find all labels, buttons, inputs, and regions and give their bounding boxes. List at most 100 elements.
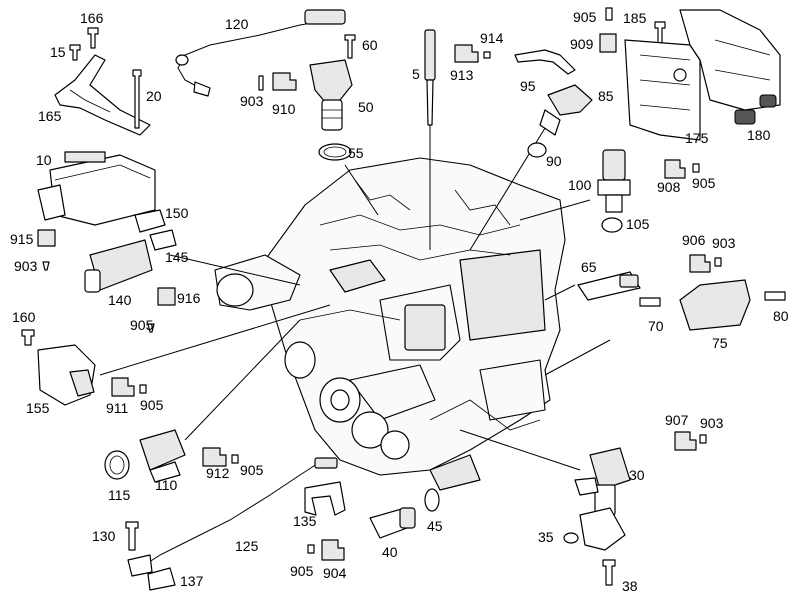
label-903-bottom-right: 903	[700, 415, 724, 431]
bolt-20-icon	[132, 69, 142, 129]
label-75: 75	[712, 335, 728, 351]
label-50: 50	[358, 99, 374, 115]
part-number-labels: 166 15 165 20 120 60 903 910 50 5 914 91…	[10, 9, 789, 594]
clip-137-icon	[147, 567, 176, 591]
label-135: 135	[293, 513, 317, 529]
label-906: 906	[682, 232, 706, 248]
label-35: 35	[538, 529, 554, 545]
part-915-connector	[37, 229, 56, 271]
oring-115-icon	[104, 450, 130, 480]
part-group-165-bracket	[54, 27, 151, 136]
label-115: 115	[108, 487, 131, 503]
bolt-15-icon	[69, 44, 81, 61]
sensor-120-connector-icon	[304, 9, 346, 25]
label-65: 65	[581, 259, 597, 275]
label-910: 910	[272, 101, 296, 117]
bolt-60-icon	[344, 34, 356, 59]
label-70: 70	[648, 318, 664, 334]
label-905-right: 905	[692, 175, 716, 191]
part-120-sensor	[175, 9, 346, 97]
label-80: 80	[773, 308, 789, 324]
label-905-mid-left: 905	[140, 397, 164, 413]
part-100-sensor	[597, 149, 700, 233]
label-905-bottom-left: 905	[240, 462, 264, 478]
label-137: 137	[180, 573, 204, 589]
label-85: 85	[598, 88, 614, 104]
bolt-38-icon	[602, 559, 616, 586]
bolt-130-icon	[125, 521, 139, 551]
clip-135-icon	[304, 481, 346, 516]
part-110-sensor	[104, 429, 239, 483]
engine-assembly	[214, 157, 566, 491]
leader-lines	[99, 119, 611, 471]
label-908: 908	[657, 179, 681, 195]
label-905-bottom: 905	[290, 563, 314, 579]
part-913-connector	[454, 44, 491, 63]
label-60: 60	[362, 37, 378, 53]
label-90: 90	[546, 153, 562, 169]
label-165: 165	[38, 108, 62, 124]
label-125: 125	[235, 538, 259, 554]
part-175-180-brackets	[624, 9, 781, 141]
part-125-cable	[125, 457, 338, 591]
clip-95-icon	[514, 49, 576, 75]
label-185: 185	[623, 10, 647, 26]
label-150: 150	[165, 205, 189, 221]
label-110: 110	[155, 477, 178, 493]
part-140-valve	[84, 209, 177, 293]
part-5-glow-plug	[424, 29, 436, 126]
part-155-sensor	[21, 329, 147, 406]
label-95: 95	[520, 78, 536, 94]
label-40: 40	[382, 544, 398, 560]
label-911: 911	[106, 400, 129, 416]
label-10: 10	[36, 152, 52, 168]
label-915: 915	[10, 231, 34, 247]
oring-90-icon	[527, 142, 547, 158]
label-905-top: 905	[573, 9, 597, 25]
washer-105-icon	[601, 217, 623, 233]
label-160: 160	[12, 309, 36, 325]
label-105: 105	[626, 216, 650, 232]
label-55: 55	[348, 145, 364, 161]
oring-55-icon	[318, 143, 352, 161]
label-155: 155	[26, 400, 50, 416]
part-38-assembly	[563, 507, 626, 586]
bolt-80-icon	[764, 291, 786, 301]
label-916: 916	[177, 290, 201, 306]
label-140: 140	[108, 292, 132, 308]
label-913: 913	[450, 67, 474, 83]
label-130: 130	[92, 528, 116, 544]
label-175: 175	[685, 130, 709, 146]
part-40-sensor	[307, 507, 416, 561]
bolt-70-icon	[639, 297, 661, 307]
washer-45-icon	[424, 488, 440, 512]
label-904: 904	[323, 565, 347, 581]
label-903-left: 903	[14, 258, 38, 274]
label-120: 120	[225, 16, 249, 32]
part-85-sensor	[539, 7, 617, 136]
label-180: 180	[747, 127, 771, 143]
label-903-top: 903	[240, 93, 264, 109]
part-30-sensor	[574, 431, 707, 516]
label-5: 5	[412, 66, 420, 82]
label-38: 38	[622, 578, 638, 594]
label-15: 15	[50, 44, 66, 60]
washer-35-icon	[563, 532, 579, 544]
label-100: 100	[568, 177, 592, 193]
label-30: 30	[629, 467, 645, 483]
label-914: 914	[480, 30, 504, 46]
bolt-160-icon	[21, 329, 35, 346]
cover-75-icon	[679, 279, 751, 331]
label-20: 20	[146, 88, 162, 104]
part-916-connector	[147, 287, 176, 333]
label-905-left: 905	[130, 317, 154, 333]
part-65-sensor	[577, 254, 786, 331]
label-909: 909	[570, 36, 594, 52]
label-166: 166	[80, 10, 104, 26]
bolt-166-icon	[87, 27, 99, 49]
label-907: 907	[665, 412, 689, 428]
label-145: 145	[165, 249, 189, 265]
label-45: 45	[427, 518, 443, 534]
label-903-right: 903	[712, 235, 736, 251]
